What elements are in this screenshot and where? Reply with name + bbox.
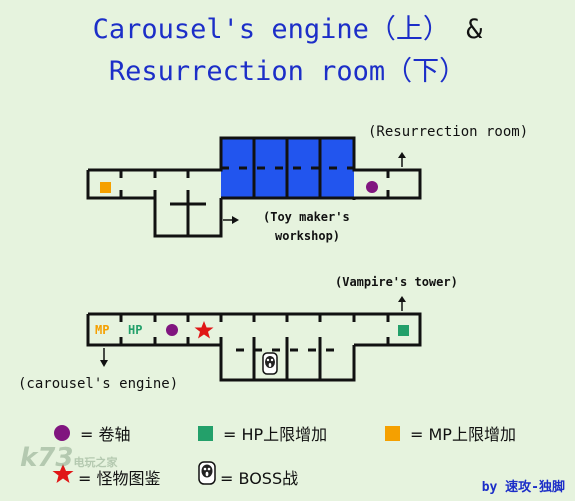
label-toy-maker-2: workshop) [275,229,341,243]
label-vampire-tower: (Vampire's tower) [335,275,458,289]
legend-mp: = MP上限增加 [385,421,516,445]
hp-up-icon [198,425,213,441]
scroll-marker-2 [166,324,178,336]
hp-room-text: HP [128,323,143,337]
watermark-logo: k73电玩之家 [20,443,117,473]
title-ampersand: & [466,14,483,45]
legend-boss-label: = BOSS战 [220,469,299,488]
top-outline-upper [88,136,422,200]
title-line-1: Carousel's engine（上） & [0,14,575,46]
legend-scroll-label: = 卷轴 [80,425,131,444]
mp-up-marker [100,182,111,193]
label-carousel-engine: (carousel's engine) [18,376,179,392]
legend-hp-label: = HP上限增加 [223,425,328,444]
bestiary-star-marker [194,321,214,339]
label-resurrection-room: (Resurrection room) [368,124,529,140]
legend-bestiary: = 怪物图鉴 [78,465,161,489]
mp-room-text: MP [95,323,110,337]
bottom-outline-lower [86,314,356,382]
legend-bestiary-label: = 怪物图鉴 [78,469,161,488]
top-outline-lower [86,170,223,238]
legend-boss-icon [198,461,216,485]
title-text-1: Carousel's engine（上） [92,14,450,45]
author-credit: by 速攻-独脚 [481,480,565,495]
legend-mp-label: = MP上限增加 [410,425,516,444]
hp-up-marker [398,325,409,336]
watermark-brand: k73 [20,443,74,473]
scroll-marker [366,181,378,193]
top-map [86,136,422,238]
legend-hp: = HP上限增加 [198,421,327,445]
legend-boss: = BOSS战 [220,465,298,489]
bottom-map [86,296,422,382]
boss-icon [262,352,278,375]
label-toy-maker-1: (Toy maker's [263,210,350,224]
title-line-2: Resurrection room（下） [108,56,467,87]
legend-scroll: = 卷轴 [54,421,131,445]
scroll-icon [54,425,70,441]
legend-star-icon [52,464,74,483]
watermark-sub: 电玩之家 [73,456,118,469]
mp-up-icon [385,425,400,441]
